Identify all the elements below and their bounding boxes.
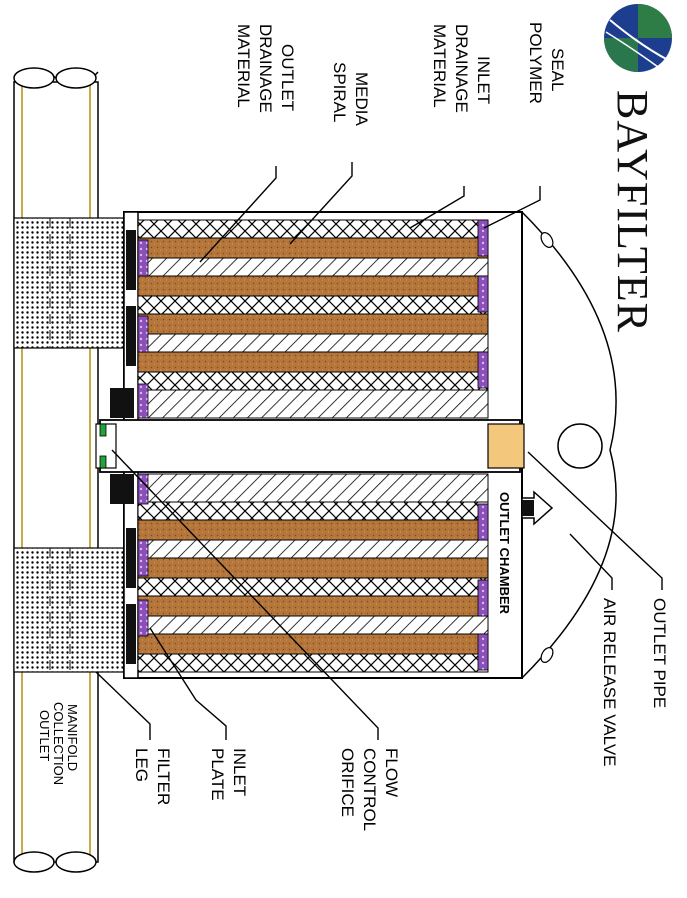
svg-text:POLYMER: POLYMER xyxy=(526,22,545,104)
label-outlet-drainage-material: OUTLET DRAINAGE MATERIAL xyxy=(234,24,297,113)
svg-text:SEAL: SEAL xyxy=(548,48,567,91)
svg-text:COLLECTION: COLLECTION xyxy=(51,702,66,785)
label-media-spiral: MEDIA SPIRAL xyxy=(330,62,371,127)
outlet-collection-manifold xyxy=(13,67,99,873)
svg-text:INLET: INLET xyxy=(230,748,249,796)
air-release-valve xyxy=(521,490,554,526)
label-inlet-plate: INLET PLATE xyxy=(208,748,249,801)
svg-text:MANIFOLD: MANIFOLD xyxy=(65,704,80,771)
label-filter-leg: FILTER LEG xyxy=(132,748,173,805)
leader-lines xyxy=(95,162,663,740)
svg-text:MATERIAL: MATERIAL xyxy=(430,24,449,108)
svg-text:INLET: INLET xyxy=(474,56,493,104)
svg-text:LEG: LEG xyxy=(132,748,151,782)
svg-text:PLATE: PLATE xyxy=(208,748,227,801)
brand-name: BAYFILTER xyxy=(608,90,657,333)
filter-leg-upper xyxy=(13,217,127,349)
svg-text:MEDIA: MEDIA xyxy=(352,72,371,127)
label-air-release-valve: AIR RELEASE VALVE xyxy=(600,598,619,767)
svg-text:FLOW: FLOW xyxy=(382,748,401,797)
label-flow-control-orifice: FLOW CONTROL ORIFICE xyxy=(338,748,401,831)
label-inlet-drainage-material: INLET DRAINAGE MATERIAL xyxy=(430,24,493,113)
svg-text:ORIFICE: ORIFICE xyxy=(338,748,357,817)
media-stack-upper xyxy=(137,219,489,419)
label-outlet-collection-manifold: OUTLET COLLECTION MANIFOLD xyxy=(37,702,80,785)
svg-text:OUTLET: OUTLET xyxy=(37,710,52,761)
svg-text:DRAINAGE: DRAINAGE xyxy=(452,24,471,113)
media-stack-lower xyxy=(137,473,489,673)
label-outlet-pipe: OUTLET PIPE xyxy=(650,598,669,708)
svg-text:DRAINAGE: DRAINAGE xyxy=(256,24,275,113)
svg-text:CONTROL: CONTROL xyxy=(360,748,379,831)
outlet-pipe xyxy=(95,230,525,664)
svg-text:SPIRAL: SPIRAL xyxy=(330,62,349,122)
svg-text:FILTER: FILTER xyxy=(154,748,173,805)
label-polymer-seal: POLYMER SEAL xyxy=(526,22,567,104)
outlet-chamber xyxy=(490,474,520,670)
filter-leg-lower xyxy=(13,547,127,673)
svg-text:OUTLET: OUTLET xyxy=(278,44,297,111)
outlet-chamber-label: OUTLET CHAMBER xyxy=(497,492,512,615)
svg-text:MATERIAL: MATERIAL xyxy=(234,24,253,108)
logo-mark xyxy=(604,4,672,72)
